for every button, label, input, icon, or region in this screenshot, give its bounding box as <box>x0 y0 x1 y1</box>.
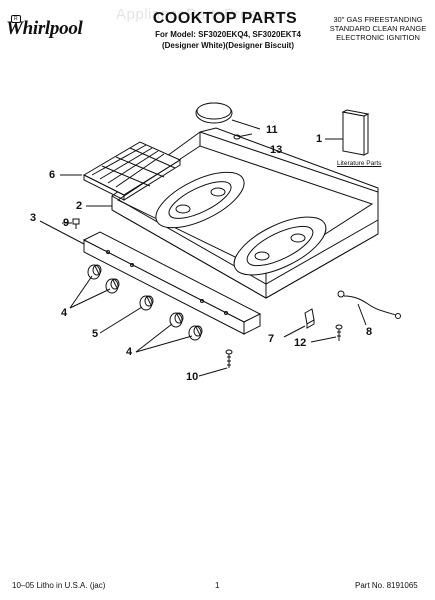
product-description: 30" GAS FREESTANDING STANDARD CLEAN RANG… <box>322 15 434 42</box>
literature-parts-label: Literature Parts <box>337 160 382 167</box>
screw-12-part <box>335 324 343 341</box>
description-line-3: ELECTRONIC IGNITION <box>336 33 420 42</box>
leader-lines <box>39 119 367 377</box>
description-line-1: 30" GAS FREESTANDING <box>333 15 423 24</box>
screw-10-part <box>225 349 233 368</box>
model-info: For Model: SF3020EKQ4, SF3020EKT4 (Desig… <box>148 29 308 51</box>
callout-10: 10 <box>186 371 199 383</box>
callout-5: 5 <box>92 328 99 340</box>
cooktop-panel-part <box>111 127 379 299</box>
footer-part-number: Part No. 8191065 <box>355 581 418 590</box>
control-panel-strip-part <box>82 231 262 335</box>
clip-9-part <box>72 218 80 229</box>
callout-3: 3 <box>30 212 37 224</box>
center-cap-part <box>195 102 233 124</box>
watermark: AppliancePartsPros.com <box>116 6 292 23</box>
grate-part <box>82 141 182 201</box>
callout-9: 9 <box>63 217 70 229</box>
callout-1: 1 <box>316 133 323 145</box>
footer-page-number: 1 <box>215 581 220 590</box>
bracket-7-part <box>304 308 315 329</box>
description-line-2: STANDARD CLEAN RANGE <box>329 24 427 33</box>
callout-2: 2 <box>76 200 83 212</box>
callout-6: 6 <box>49 169 56 181</box>
registered-mark: R <box>11 15 21 23</box>
wire-harness-part <box>337 290 401 319</box>
callout-8: 8 <box>366 326 373 338</box>
page-title: COOKTOP PARTS <box>152 10 298 27</box>
variant-line: (Designer White)(Designer Biscuit) <box>161 41 294 50</box>
callout-7: 7 <box>268 333 275 345</box>
literature-booklet-part <box>325 109 370 156</box>
callout-12: 12 <box>294 337 307 349</box>
callout-11: 11 <box>266 124 278 136</box>
model-line: For Model: SF3020EKQ4, SF3020EKT4 <box>155 30 301 39</box>
brand-name: Whirlpool <box>6 18 83 39</box>
callout-13: 13 <box>270 144 283 156</box>
callout-4-left: 4 <box>61 307 68 319</box>
callout-4-right: 4 <box>126 346 133 358</box>
footer-print-info: 10–05 Litho in U.S.A. (jac) <box>12 581 106 590</box>
